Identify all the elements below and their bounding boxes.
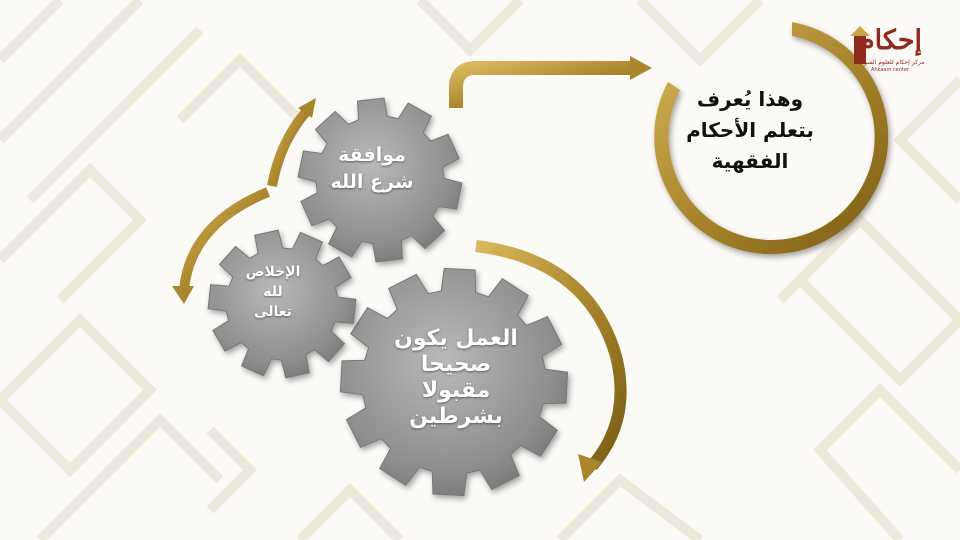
ring-line: بتعلم الأحكام bbox=[686, 118, 814, 142]
gear-small-line: الإخلاص bbox=[245, 264, 301, 280]
gear-small bbox=[207, 229, 357, 379]
gear-big-line: صحيحا bbox=[420, 352, 492, 377]
gear-small-line: تعالى bbox=[254, 304, 292, 320]
gear-mid-label: موافقة شرع الله bbox=[312, 142, 432, 196]
gear-mid-line: موافقة bbox=[338, 144, 406, 166]
gear-mid-line: شرع الله bbox=[330, 171, 414, 193]
arrow-big-arc-head bbox=[578, 454, 602, 482]
gear-mid bbox=[297, 97, 463, 263]
gear-big bbox=[339, 267, 569, 497]
gear-big-label: العمل يكون صحيحا مقبولا بشرطين bbox=[370, 326, 542, 430]
logo-name: إحكام bbox=[857, 25, 923, 56]
gear-small-line: لله bbox=[263, 284, 283, 300]
arrow-up-head bbox=[298, 98, 316, 118]
ring-line: الفقهية bbox=[711, 149, 789, 173]
logo-subtitle-latin: Ahkaam center bbox=[870, 67, 910, 73]
gear-big-line: العمل يكون bbox=[394, 326, 518, 351]
arrow-to-ring-head bbox=[630, 56, 652, 80]
gear-big-line: مقبولا bbox=[421, 378, 491, 403]
gear-big-line: بشرطين bbox=[409, 404, 503, 429]
arrow-up-curve bbox=[267, 108, 310, 187]
ring-line: وهذا يُعرف bbox=[696, 87, 804, 111]
arrow-left-head bbox=[172, 286, 194, 304]
arrow-to-ring bbox=[449, 61, 636, 108]
gear-small-label: الإخلاص لله تعالى bbox=[228, 262, 318, 322]
logo-mark bbox=[850, 26, 870, 64]
arrow-left-curve bbox=[179, 187, 270, 291]
logo-subtitle: مركز إحكام للعلوم الشرعية bbox=[855, 59, 925, 66]
arrow-big-arc bbox=[475, 240, 627, 470]
logo: إحكام مركز إحكام للعلوم الشرعية Ahkaam c… bbox=[846, 24, 934, 96]
ring-text: وهذا يُعرف بتعلم الأحكام الفقهية bbox=[648, 84, 852, 177]
